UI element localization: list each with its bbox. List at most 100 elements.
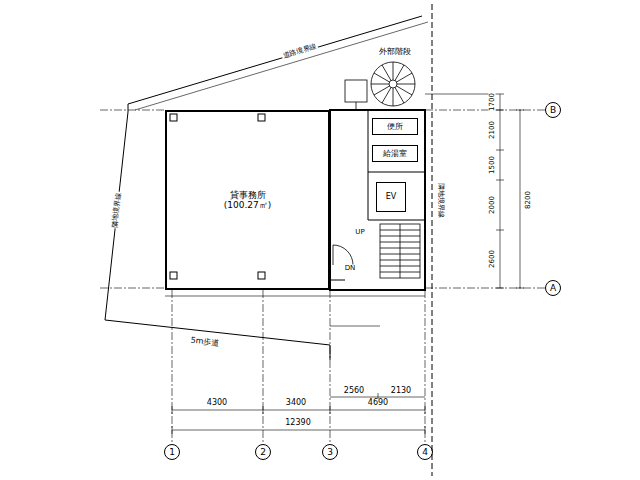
grid-line xyxy=(263,290,264,444)
spiral-stair xyxy=(371,62,415,106)
dimension-line xyxy=(330,397,425,398)
grid-line xyxy=(425,290,426,444)
dimension-line xyxy=(172,426,173,434)
dimension-line xyxy=(516,288,524,289)
grid-line xyxy=(100,110,545,444)
dimension-text: 12390 xyxy=(284,419,311,427)
stair-label: 外部階段 xyxy=(378,48,412,56)
column xyxy=(258,272,265,279)
spiral-stair xyxy=(395,88,404,104)
dimension-text: 2600 xyxy=(489,249,496,269)
stair xyxy=(380,224,420,278)
column xyxy=(170,272,177,279)
spiral-stair xyxy=(397,73,413,82)
dimension-line xyxy=(496,150,504,151)
spiral-stair xyxy=(345,62,415,110)
dimension-line xyxy=(496,94,504,95)
boundary-note: 隣地境界線 xyxy=(437,182,444,219)
dimension-line xyxy=(425,94,496,95)
dimension-line xyxy=(330,406,331,414)
stair xyxy=(380,266,420,267)
dimension-line xyxy=(172,406,173,414)
door-swing xyxy=(333,245,334,265)
dimension-line xyxy=(516,110,524,111)
stair xyxy=(380,248,420,249)
node-text: 便所 xyxy=(386,122,404,131)
spiral-stair xyxy=(397,84,415,85)
node-text: 2 xyxy=(259,447,267,457)
dimension-line xyxy=(172,410,425,411)
dimension-line xyxy=(172,430,425,431)
spiral-stair xyxy=(345,80,367,102)
dimension-line xyxy=(496,110,504,111)
elevator-box: EV xyxy=(376,182,406,212)
dimension-text: 2100 xyxy=(489,120,496,140)
dimension-text: 1700 xyxy=(489,92,496,112)
spiral-stair xyxy=(374,86,390,95)
grid-axis-bubble: 4 xyxy=(417,444,433,460)
building-wall xyxy=(330,280,345,281)
dimension-text: 2560 xyxy=(343,387,365,395)
grid-line xyxy=(330,290,331,444)
boundary-note: 道路境界線 xyxy=(281,43,318,60)
site-boundary xyxy=(135,22,428,110)
dimension-line xyxy=(425,406,426,414)
site-boundary xyxy=(128,16,422,104)
office-room: 貸事務所(100.27㎡) xyxy=(165,110,330,290)
boundary-note: 隣地境界線 xyxy=(112,191,123,229)
spiral-stair xyxy=(393,88,394,106)
dimension-text: 1500 xyxy=(489,155,496,175)
building-wall xyxy=(368,220,425,221)
dimension-text: 2000 xyxy=(489,195,496,215)
dimension-line xyxy=(520,110,521,288)
grid-line xyxy=(100,110,165,111)
building-wall xyxy=(368,172,425,173)
grid-line xyxy=(100,288,165,289)
stair xyxy=(380,230,420,231)
toilet-room: 便所 xyxy=(372,118,418,135)
dimension-line xyxy=(500,94,501,288)
dimension-line xyxy=(425,426,426,434)
stair xyxy=(380,272,420,273)
node-text: EV xyxy=(385,192,398,201)
grid-axis-bubble: 1 xyxy=(164,444,180,460)
node-text: 4 xyxy=(421,447,429,457)
dimension-text: 4690 xyxy=(367,399,389,407)
column xyxy=(258,114,265,121)
spiral-stair xyxy=(393,62,394,80)
stair-direction: DN xyxy=(344,265,357,272)
grid-axis-bubble: 3 xyxy=(322,444,338,460)
grid-axis-bubble: 2 xyxy=(255,444,271,460)
dimension-line xyxy=(496,230,504,231)
door-swing xyxy=(333,245,353,265)
building-wall xyxy=(368,110,369,220)
grid-line xyxy=(172,290,173,444)
grid-line xyxy=(425,110,545,111)
spiral-stair xyxy=(382,65,391,81)
node-text: 3 xyxy=(326,447,334,457)
spiral-stair xyxy=(356,102,357,110)
spiral-stair xyxy=(389,80,397,88)
grid-axis-bubble: B xyxy=(545,102,561,118)
dimension-text: 2130 xyxy=(390,387,412,395)
grid-line xyxy=(425,288,545,289)
dimension-line xyxy=(496,180,504,181)
site-boundary xyxy=(432,4,433,476)
site-boundary xyxy=(165,296,425,297)
site-boundary xyxy=(105,4,432,476)
dimension-text: 8200 xyxy=(525,190,532,210)
dimension-line xyxy=(172,94,524,434)
road-note: 5m歩道 xyxy=(189,336,221,347)
stair xyxy=(380,236,420,237)
dimension-line xyxy=(263,406,264,414)
dimension-line xyxy=(496,288,504,289)
grid-axis-bubble: A xyxy=(545,280,561,296)
stair-direction: UP xyxy=(354,229,365,236)
node-text: 貸事務所 xyxy=(229,190,267,200)
stair xyxy=(380,242,420,243)
dimension-text: 3400 xyxy=(285,399,307,407)
door-swing xyxy=(333,245,353,265)
stair xyxy=(380,260,420,261)
